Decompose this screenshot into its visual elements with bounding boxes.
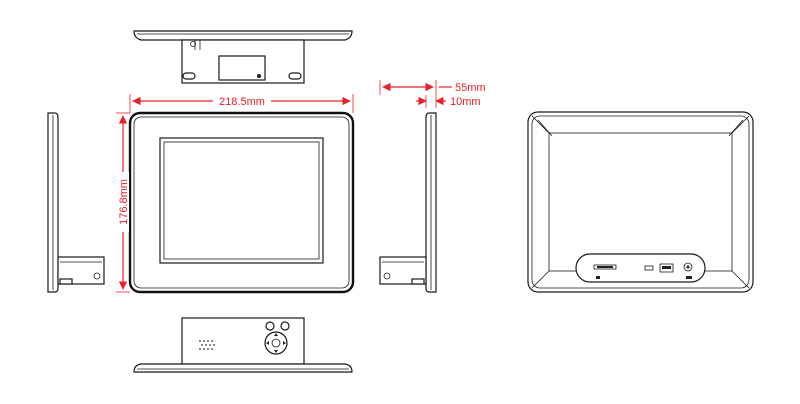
height-dimension-label: 176.8mm (118, 179, 130, 225)
front-view (128, 111, 355, 294)
depth-panel-label: 10mm (450, 96, 481, 108)
navigation-pad (264, 331, 288, 355)
front-dimensions: 218.5mm 176.8mm (116, 94, 354, 293)
right-side-view (379, 112, 437, 293)
depth-total-label: 55mm (455, 82, 486, 94)
menu-icon (280, 321, 290, 331)
width-dimension-label: 218.5mm (219, 96, 265, 108)
speaker-grille (199, 340, 215, 350)
bottom-view (133, 317, 353, 373)
depth-dimensions: 55mm 10mm (379, 80, 486, 108)
left-side-view (47, 112, 105, 293)
power-icon (265, 321, 275, 331)
top-view (133, 30, 353, 84)
back-view (527, 111, 754, 293)
